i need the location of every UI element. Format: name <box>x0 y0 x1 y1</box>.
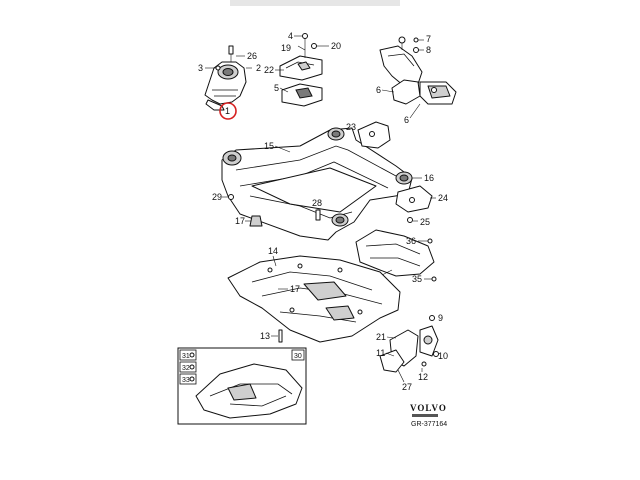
brand-logo: VOLVO <box>410 403 447 413</box>
front-subframe[interactable] <box>221 127 413 241</box>
callout-2: 2 <box>256 63 261 73</box>
callout-30: 30 <box>294 353 302 360</box>
callout-15: 15 <box>264 141 274 151</box>
callout-31: 31 <box>182 353 190 360</box>
callout-24: 24 <box>438 193 448 203</box>
inset-fastener-31 <box>189 352 195 358</box>
inset-fastener-33 <box>189 376 195 382</box>
callout-17-upper: 17 <box>235 216 245 226</box>
callout-10: 10 <box>438 351 448 361</box>
callout-23: 23 <box>346 122 356 132</box>
callout-25: 25 <box>420 217 430 227</box>
callout-8: 8 <box>426 45 431 55</box>
callout-5: 5 <box>274 83 279 93</box>
callout-28: 28 <box>312 198 322 208</box>
highlight-ring-part-1 <box>219 102 237 120</box>
bolt-13 <box>278 329 283 343</box>
engine-mount-left[interactable] <box>204 45 252 111</box>
callout-27: 27 <box>402 382 412 392</box>
callout-3: 3 <box>198 63 203 73</box>
callout-11: 11 <box>376 348 385 358</box>
callout-22: 22 <box>264 65 274 75</box>
inset-shield-panel[interactable] <box>195 363 303 419</box>
callout-7: 7 <box>426 34 431 44</box>
diagram-reference: GR-377164 <box>411 421 447 428</box>
callout-6-right: 6 <box>404 115 409 125</box>
callout-36: 36 <box>406 236 416 246</box>
inset-fastener-32 <box>189 364 195 370</box>
callout-33: 33 <box>182 377 190 384</box>
callout-6-left: 6 <box>376 85 381 95</box>
callout-13: 13 <box>260 331 270 341</box>
nut-17 <box>249 215 263 227</box>
callout-29: 29 <box>212 192 222 202</box>
bracket-part-24[interactable] <box>395 185 433 213</box>
lower-mount-bracket[interactable] <box>379 315 439 383</box>
header-strip <box>230 0 400 6</box>
callout-9: 9 <box>438 313 443 323</box>
rear-mount-right[interactable] <box>379 36 457 105</box>
underbody-panel-14[interactable] <box>227 255 401 343</box>
bracket-part-23[interactable] <box>357 121 391 149</box>
callout-32: 32 <box>182 365 190 372</box>
callout-17-lower: 17 <box>290 284 300 294</box>
brand-logo-underline <box>412 414 438 417</box>
upper-mount-bracket[interactable] <box>279 33 323 107</box>
callout-21: 21 <box>376 332 386 342</box>
callout-35: 35 <box>412 274 422 284</box>
callout-26: 26 <box>247 51 257 61</box>
callout-16: 16 <box>424 173 434 183</box>
callout-12: 12 <box>418 372 428 382</box>
callout-4: 4 <box>288 31 293 41</box>
callout-20: 20 <box>331 41 341 51</box>
splash-shield-36[interactable] <box>355 229 435 277</box>
callout-19: 19 <box>281 43 291 53</box>
callout-14: 14 <box>268 246 278 256</box>
callout-1: 1 <box>225 106 230 116</box>
